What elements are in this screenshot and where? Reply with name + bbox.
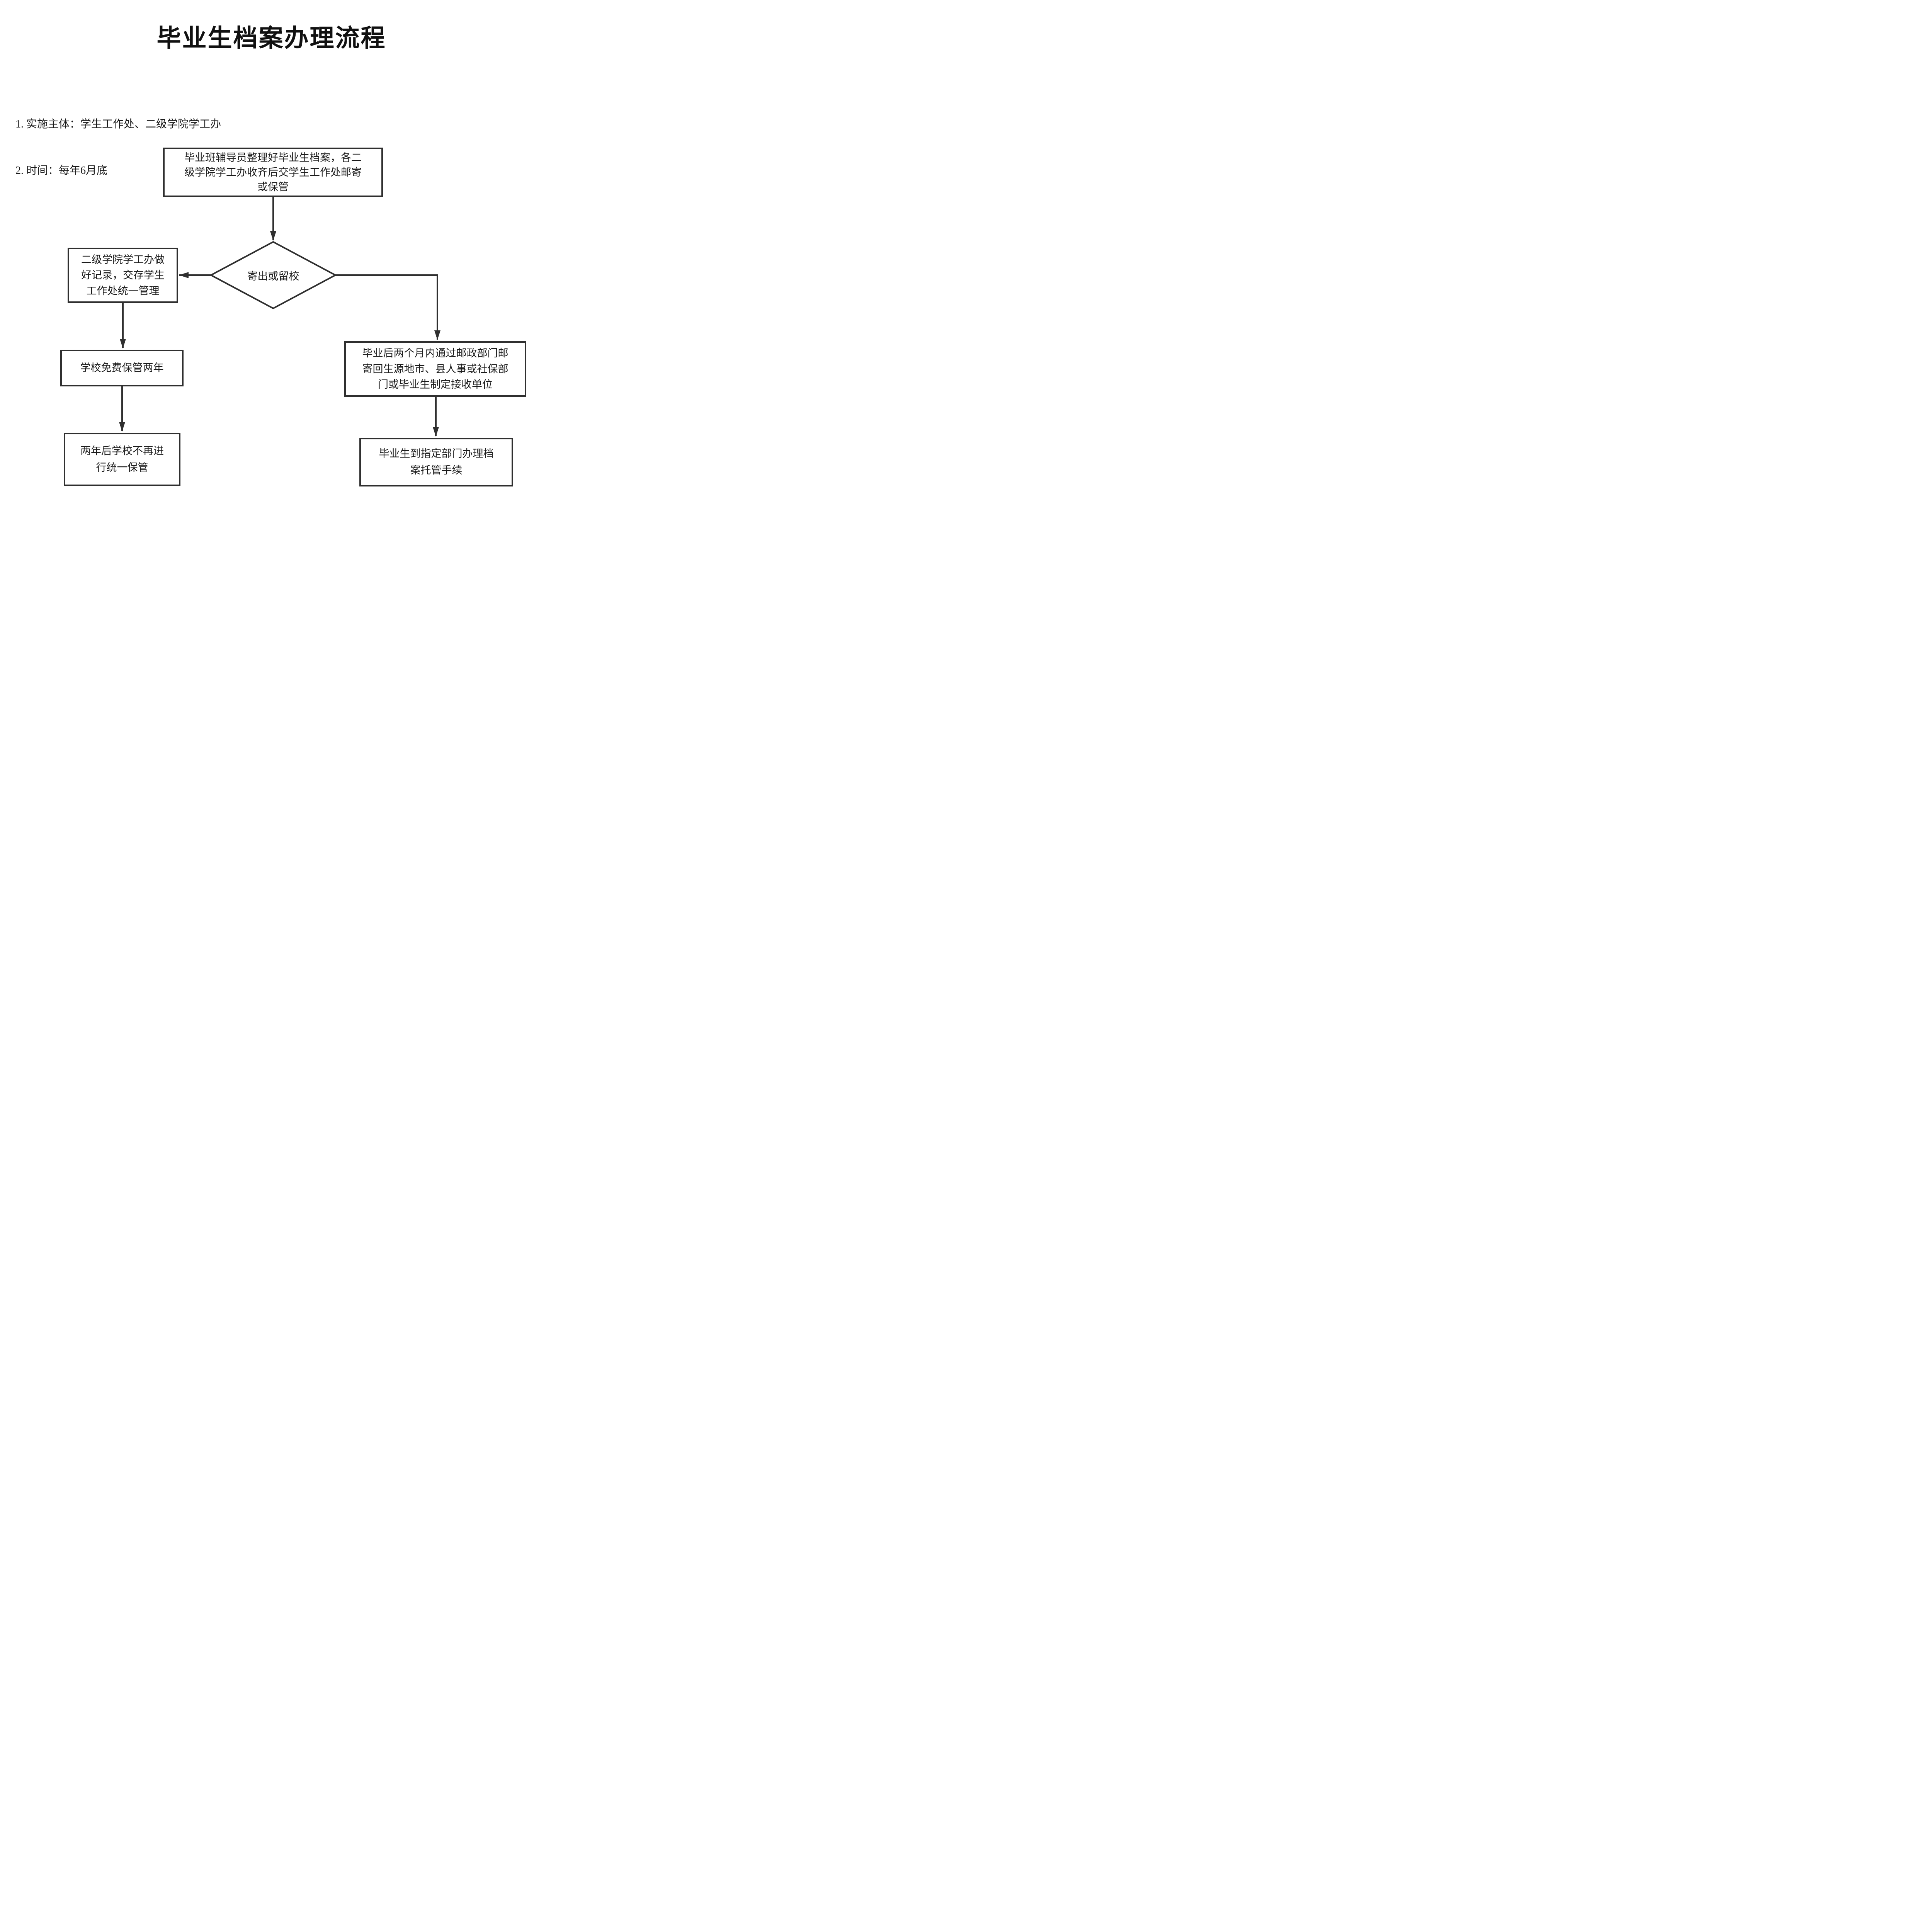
process-box-free-storage-two-years: 学校免费保管两年 [60,350,184,386]
process-box-mail-back: 毕业后两个月内通过邮政部门邮 寄回生源地市、县人事或社保部 门或毕业生制定接收单… [344,341,526,397]
connector-decision-to-mail-arrow [335,274,440,340]
process-box-keep-record: 二级学院学工办做 好记录，交存学生 工作处统一管理 [68,248,178,303]
note-implementing-body: 1. 实施主体：学生工作处、二级学院学工办 [15,118,221,130]
process-box-collect-archives: 毕业班辅导员整理好毕业生档案，各二 级学院学工办收齐后交学生工作处邮寄 或保管 [163,148,383,197]
process-box-no-more-storage: 两年后学校不再进 行统一保管 [64,433,180,486]
flowchart-page: { "header": { "title": "毕业生档案办理流程", "not… [0,0,543,501]
flowchart-connectors [119,197,440,437]
notes-list: 1. 实施主体：学生工作处、二级学院学工办 2. 时间：每年6月底 [15,86,221,194]
decision-diamond-shape [209,241,337,310]
note-time: 2. 时间：每年6月底 [15,165,108,177]
page-title: 毕业生档案办理流程 [156,25,386,52]
process-box-deposit-procedure: 毕业生到指定部门办理档 案托管手续 [359,438,513,486]
decision-label-mail-or-stay: 寄出或留校 [247,270,299,282]
